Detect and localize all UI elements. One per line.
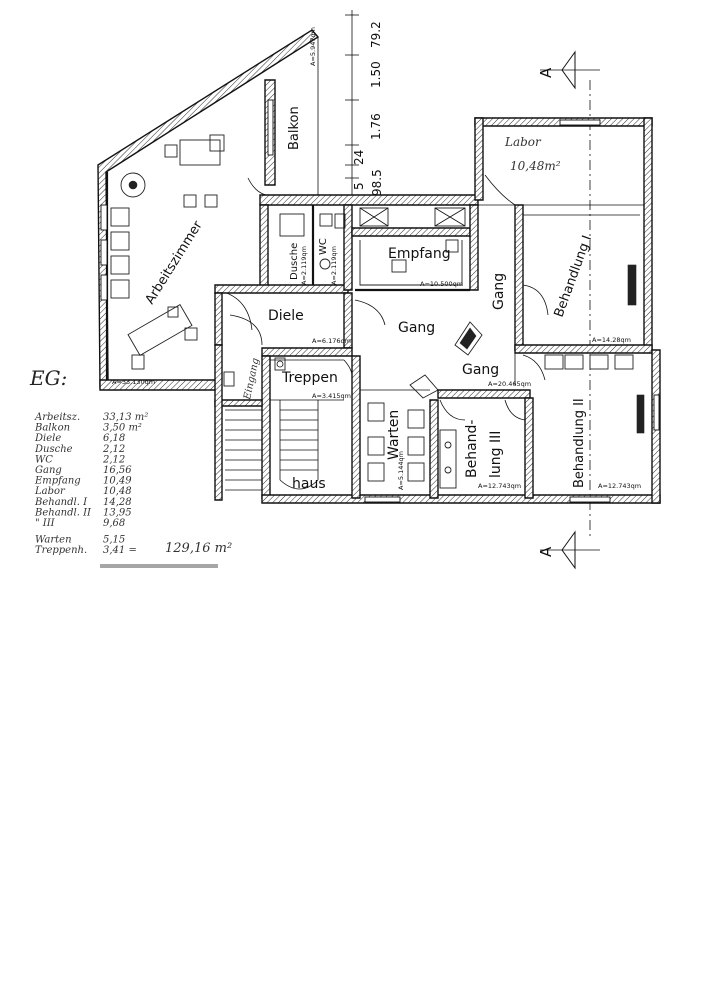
arbeitszimmer: Arbeitszimmer A=33.130qm <box>97 29 320 391</box>
room-label-gang-a: Gang <box>398 320 435 336</box>
section-marker-bottom: A <box>537 530 600 570</box>
area-list-label: Diele <box>34 433 61 444</box>
room-label-behandlung-1: Behandlung I <box>552 233 595 319</box>
area-treppen: A=3.415qm <box>312 392 351 400</box>
area-gang: A=20.465qm <box>488 380 531 388</box>
balkon: Balkon A=5.947qm <box>247 27 319 200</box>
handwritten-notes: EG: Arbeitsz. 33,13 m² Balkon 3,50 m² Diele 6… <box>29 366 232 568</box>
area-list-value: 3,50 m² <box>103 423 142 434</box>
area-warten: A=5.144qm <box>397 451 405 490</box>
dim-98-5: 98.5 <box>370 169 384 196</box>
area-list-label: Behandl. I <box>34 497 88 508</box>
area-list: Arbeitsz. 33,13 m² Balkon 3,50 m² Diele 6,18D… <box>34 412 148 556</box>
area-list-label: Balkon <box>34 423 70 434</box>
area-list-value: 9,68 <box>103 518 125 529</box>
area-behandlung-1: A=14.28qm <box>592 336 631 344</box>
area-list-value: 2,12 <box>102 454 125 465</box>
area-list-label: Arbeitsz. <box>34 412 80 423</box>
dim-24: 24 <box>352 150 366 165</box>
svg-text:A: A <box>537 67 555 78</box>
area-list-value: 2,12 <box>102 444 125 455</box>
dim-5: 5 <box>352 182 366 190</box>
dimension-line: 79.2 1.50 1.76 24 5 98.5 <box>345 10 384 200</box>
room-label-arbeitszimmer: Arbeitszimmer <box>143 218 206 307</box>
area-total: 129,16 m² <box>165 541 232 556</box>
room-label-dusche: Dusche <box>289 243 300 280</box>
area-wc: A=2.119qm <box>330 246 338 285</box>
area-list-value: 5,15 <box>103 535 125 546</box>
room-label-gang-c: Gang <box>462 362 499 378</box>
behandlung-1: Behandlung I A=14.28qm <box>514 204 653 354</box>
room-label-behandlung-2: Behandlung II <box>572 398 587 488</box>
treppenhaus: Treppen A=3.415qm haus Eingang <box>223 357 354 492</box>
area-behandlung-2: A=12.743qm <box>598 482 641 490</box>
room-label-warten: Warten <box>386 410 402 460</box>
area-behandlung-3: A=12.743qm <box>478 482 521 490</box>
area-list-label: Treppenh. <box>35 545 87 556</box>
area-balkon: A=5.947qm <box>309 27 317 66</box>
area-list-value: 14,28 <box>103 497 132 508</box>
area-list-label: Empfang <box>34 476 81 487</box>
room-label-empfang: Empfang <box>388 246 451 262</box>
area-list-value: 16,56 <box>103 465 132 476</box>
labor: Labor 10,48m² <box>474 117 653 351</box>
area-dusche: A=2.119qm <box>300 246 308 285</box>
area-list-value: 10,48 <box>103 486 132 497</box>
area-list-value: 10,49 <box>103 476 132 487</box>
room-label-labor: Labor <box>504 135 542 149</box>
area-diele: A=6.176qm <box>312 337 351 345</box>
room-label-treppen: Treppen <box>281 370 338 386</box>
section-marker-top: A <box>537 50 600 90</box>
diele: Diele A=6.176qm <box>229 308 351 346</box>
empfang: Empfang A=10.500qm <box>351 204 479 292</box>
area-list-label: Behandl. II <box>34 507 92 518</box>
area-labor: 10,48m² <box>510 159 561 173</box>
area-list-label: WC <box>35 454 53 465</box>
dim-1-50: 1.50 <box>369 61 383 88</box>
svg-text:A: A <box>537 546 555 557</box>
area-list-label: " III <box>35 518 56 529</box>
staircase <box>225 399 344 491</box>
area-list-label: Dusche <box>34 444 73 455</box>
warten: Warten A=5.144qm <box>351 355 439 499</box>
behandlung-2: Behandlung II A=12.743qm <box>364 349 661 504</box>
room-label-balkon: Balkon <box>287 106 302 150</box>
room-label-behandlung-3-line2: lung III <box>488 431 504 478</box>
dim-1-76: 1.76 <box>369 113 383 140</box>
dim-79-2: 79.2 <box>369 21 383 48</box>
area-list-value: 6,18 <box>103 433 125 444</box>
behandlung-3: Behand- lung III A=12.743qm <box>437 389 534 499</box>
room-label-haus: haus <box>292 476 326 492</box>
area-list-value: 33,13 m² <box>103 412 148 423</box>
area-list-value: 13,95 <box>103 507 132 518</box>
room-label-wc: WC <box>318 238 329 255</box>
area-list-value: 3,41 = <box>103 545 137 556</box>
area-arbeitszimmer: A=33.130qm <box>112 378 155 386</box>
area-list-label: Labor <box>34 486 66 497</box>
area-empfang: A=10.500qm <box>420 280 463 288</box>
gang: Gang Gang Gang A=20.465qm <box>354 200 546 388</box>
room-label-eingang: Eingang <box>242 357 262 402</box>
floor-title: EG: <box>29 366 67 390</box>
room-label-diele: Diele <box>268 308 304 324</box>
room-label-gang-b: Gang <box>491 273 507 310</box>
area-list-label: Warten <box>35 535 72 546</box>
area-list-label: Gang <box>35 465 62 476</box>
room-label-behandlung-3-line1: Behand- <box>464 420 480 478</box>
dusche-wc: Dusche A=2.119qm WC A=2.119qm <box>279 205 346 285</box>
